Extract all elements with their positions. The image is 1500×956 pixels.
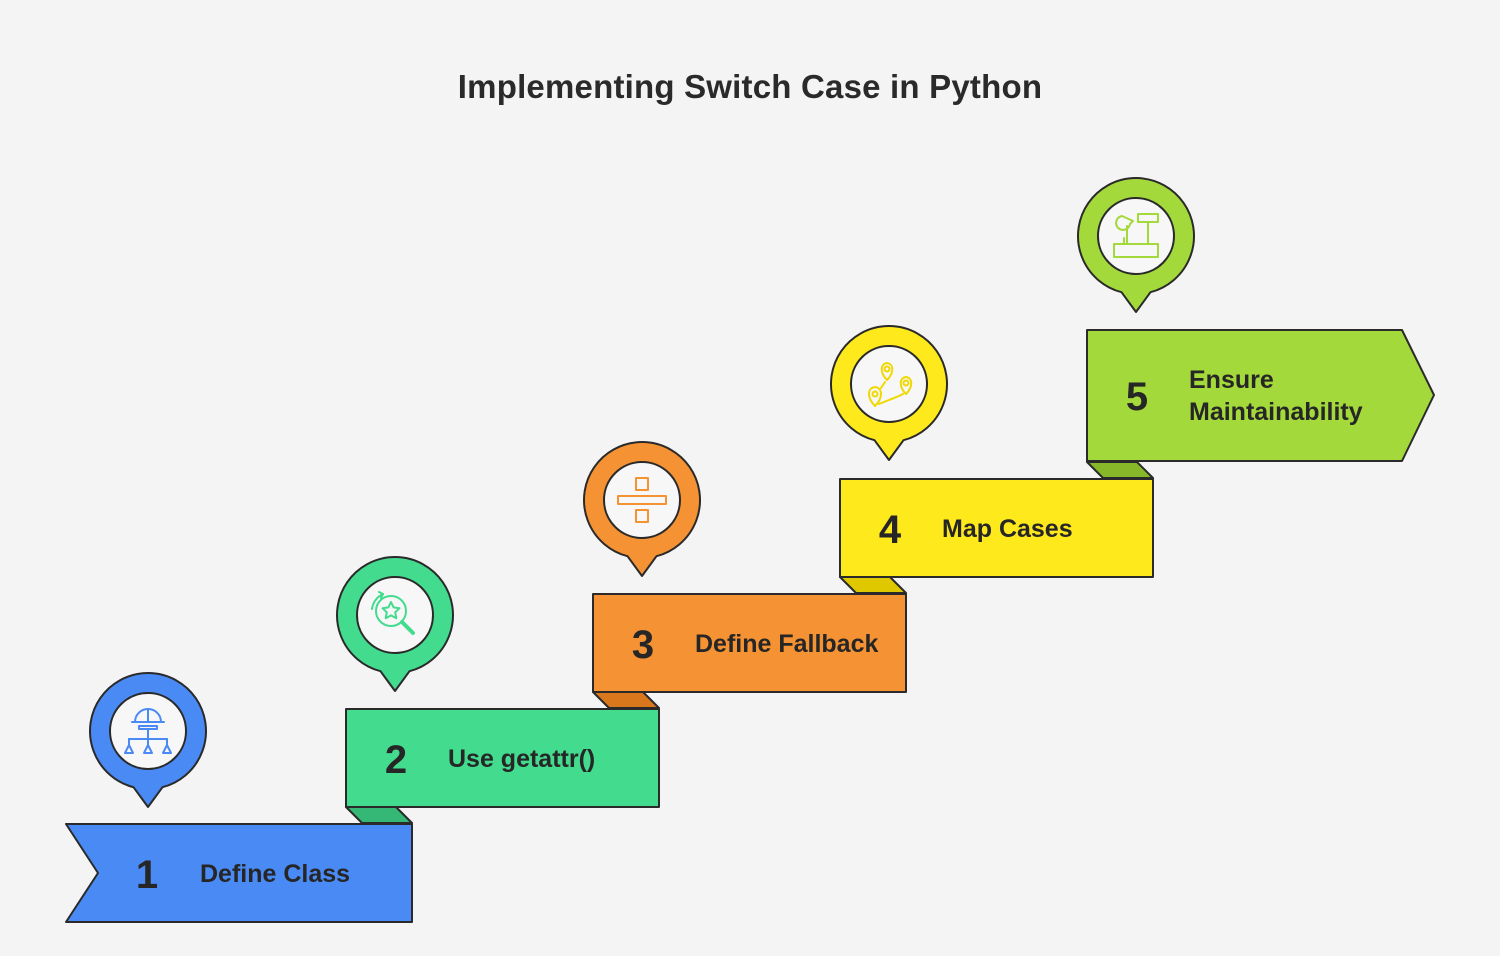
step-2-ribbon [345,708,660,808]
step-1: 1 Define Class [65,823,413,923]
step-5-label-line-2: Maintainability [1189,398,1363,426]
step-1-pin [89,672,207,808]
step-2: 2 Use getattr() [345,708,660,808]
step-5-pin [1077,177,1195,313]
step-1-ribbon [65,823,413,923]
step-3-ribbon [592,593,907,693]
step-4-number: 4 [879,508,902,552]
fold-1-2 [345,806,413,824]
tools-icon [1113,213,1159,258]
step-1-number: 1 [136,853,158,897]
step-5-number: 5 [1126,375,1148,419]
route-pins-icon [868,362,913,407]
diagram-title: Implementing Switch Case in Python [457,68,1043,105]
step-4: 4 Map Cases [839,478,1154,578]
step-3: 3 Define Fallback [592,593,907,693]
step-4-label: Map Cases [942,515,1073,543]
fold-2-3 [592,691,660,709]
fold-4-5 [1086,461,1154,479]
step-5-pin-disc [1097,197,1175,275]
step-4-pin-disc [850,345,928,423]
step-4-pin [830,325,948,461]
star-search-icon [371,591,415,635]
step-3-number: 3 [632,623,654,667]
hierarchy-helmet-icon [124,708,172,754]
step-5-ribbon [1086,329,1435,462]
step-2-number: 2 [385,738,407,782]
step-2-label: Use getattr() [448,745,595,773]
step-3-pin [583,441,701,577]
step-5-label-line-1: Ensure [1189,366,1274,394]
step-3-label: Define Fallback [695,630,878,658]
step-4-ribbon [839,478,1154,578]
fold-3-4 [839,576,907,594]
step-2-pin [336,556,454,692]
divide-icon [617,477,667,523]
step-1-label: Define Class [200,860,350,888]
step-3-pin-disc [603,461,681,539]
step-5: 5 Ensure Maintainability [1086,329,1435,462]
